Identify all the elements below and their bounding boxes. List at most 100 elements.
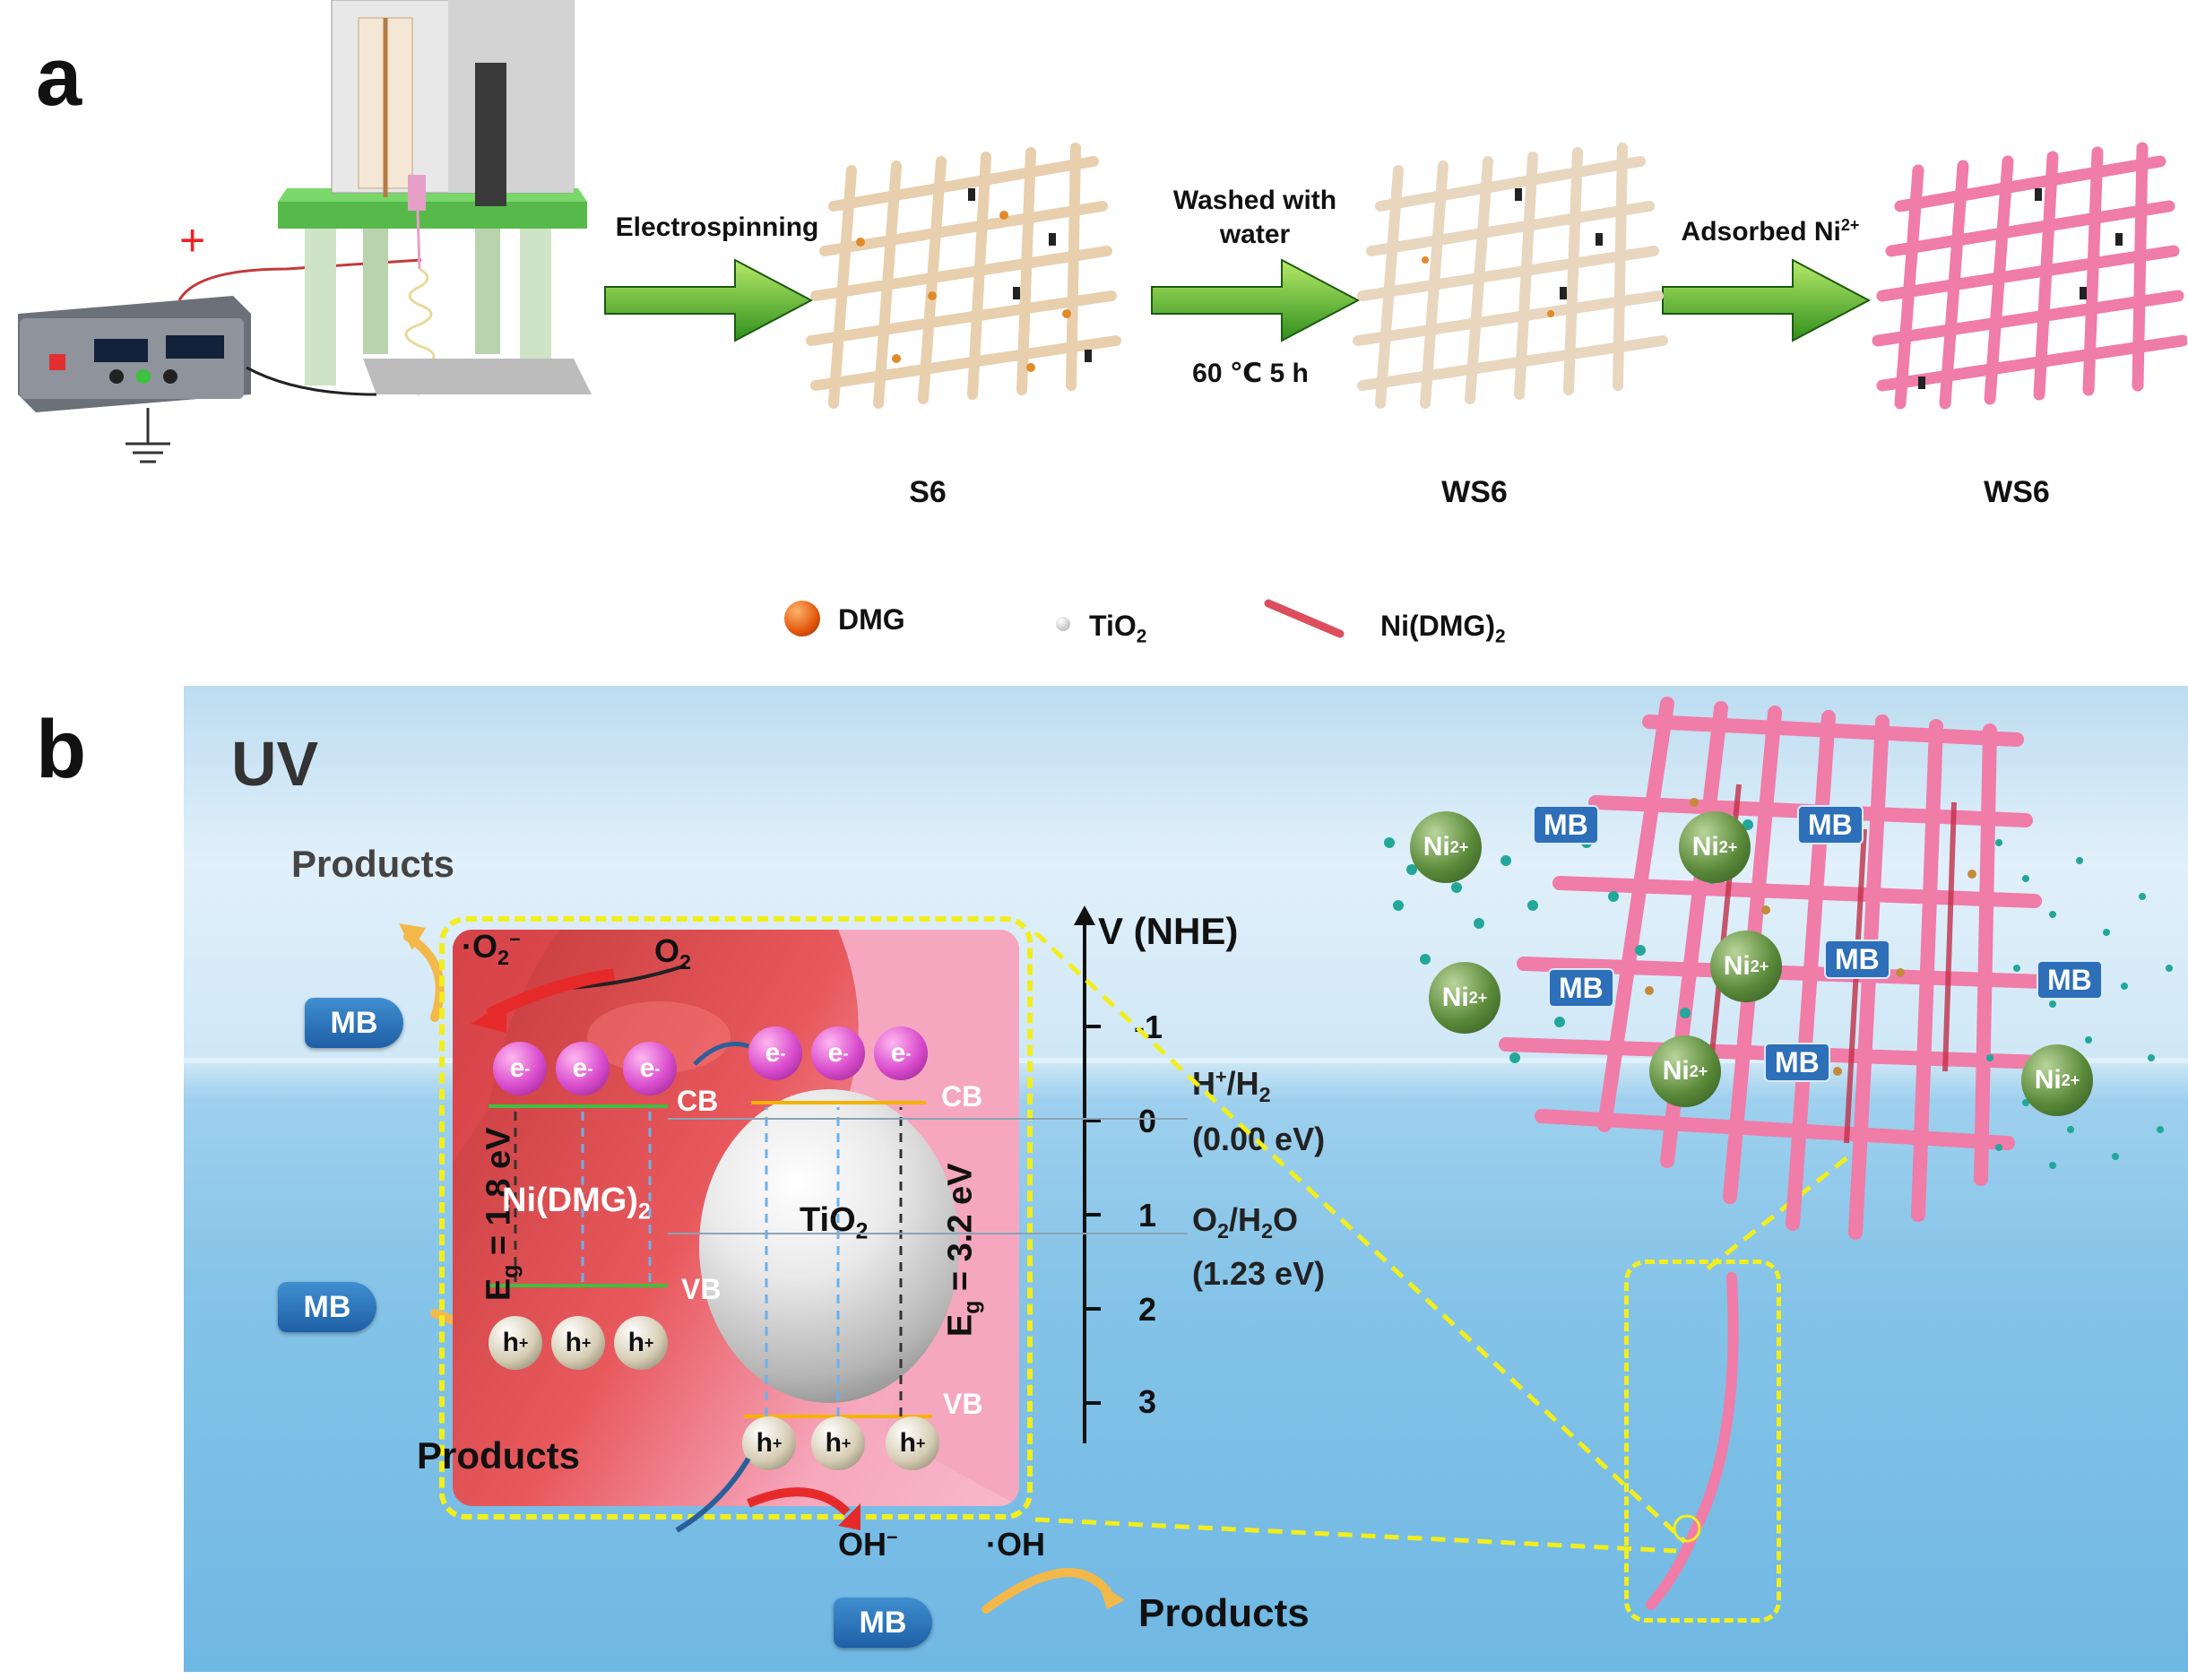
- mb-tag-2: MB: [1797, 805, 1864, 844]
- ni-ion-2-sup: 2+: [1718, 837, 1738, 856]
- nidmg2-cb-line: [489, 1104, 668, 1108]
- positive-terminal-label: +: [179, 215, 205, 265]
- superoxide-text: ·O: [462, 928, 497, 965]
- sample-ws6-ni-label: WS6: [1984, 475, 2050, 509]
- h-couple-sub: 2: [1258, 1083, 1271, 1107]
- electron-transfer-arrows: [471, 964, 860, 1533]
- hole-1-text: h: [502, 1328, 519, 1357]
- ni-ion-4-text: Ni: [1723, 951, 1751, 981]
- oxygen-text: O: [654, 932, 680, 969]
- products-bottom-arrow: [982, 1568, 1111, 1614]
- ni-ion-3-sup: 2+: [1468, 988, 1488, 1007]
- nidmg2-legend-label: Ni(DMG)2: [1380, 610, 1506, 647]
- oxygen-sub: 2: [679, 950, 692, 974]
- tio2-legend-label: TiO2: [1089, 610, 1146, 647]
- mb-tag-3: MB: [1824, 940, 1890, 979]
- hole-4-text: h: [756, 1428, 773, 1458]
- step-washing-condition: 60 ℃ 5 h: [1192, 359, 1309, 388]
- nidmg2-legend-icon: [1264, 599, 1345, 638]
- hole-3-sup: +: [644, 1333, 654, 1352]
- products-middle-label: Products: [417, 1434, 581, 1476]
- hole-3-text: h: [627, 1328, 644, 1357]
- tick-1: 1: [1138, 1197, 1157, 1234]
- step-adsorption-text: Adsorbed Ni: [1681, 217, 1841, 247]
- tio2-legend-text: TiO: [1089, 610, 1137, 642]
- tick-0: 0: [1138, 1103, 1157, 1139]
- uv-label: UV: [231, 729, 319, 799]
- o2-couple-label: O2/H2O: [1192, 1201, 1298, 1243]
- electrospinning-apparatus-illustration: +: [18, 0, 592, 463]
- ni-ion-6-sup: 2+: [2061, 1070, 2080, 1089]
- nidmg2-sub: 2: [637, 1199, 651, 1225]
- hole-6-text: h: [899, 1428, 916, 1458]
- tio2-cb-line: [751, 1101, 926, 1104]
- panel-b-label: b: [36, 704, 87, 795]
- ni-ion-4-sup: 2+: [1750, 957, 1769, 975]
- hydroxyl-radical-label: ·OH: [986, 1526, 1045, 1563]
- hole-4: h+: [742, 1416, 796, 1470]
- electron-6-sup: -: [905, 1044, 912, 1062]
- electron-2: e-: [556, 1042, 610, 1095]
- zoom-connector-lines: [1033, 932, 1862, 1554]
- h-couple-sup: +: [1215, 1065, 1227, 1087]
- sample-ws6-label: WS6: [1441, 475, 1508, 509]
- hole-5: h+: [811, 1416, 865, 1470]
- electron-3-text: e: [639, 1053, 655, 1083]
- electron-4: e-: [748, 1026, 802, 1080]
- mb-tag-4: MB: [1548, 968, 1614, 1008]
- step-adsorption-label: Adsorbed Ni2+: [1654, 215, 1887, 249]
- ni-ion-5-text: Ni: [1662, 1056, 1690, 1086]
- mb-tag-6: MB: [1764, 1043, 1830, 1082]
- hole-6-sup: +: [915, 1433, 926, 1452]
- arrow-washing-icon: [1151, 258, 1361, 342]
- hole-2-text: h: [565, 1328, 582, 1357]
- ni-ion-2-text: Ni: [1691, 832, 1719, 862]
- electron-1-text: e: [509, 1053, 525, 1083]
- electron-1: e-: [493, 1042, 547, 1095]
- potential-axis: [1074, 905, 1101, 1443]
- ground-symbol-icon: [125, 408, 170, 463]
- tio2-cb-label: CB: [941, 1080, 983, 1113]
- mb-molecule-top: MB: [305, 998, 403, 1048]
- step-adsorption-sup: 2+: [1840, 216, 1860, 234]
- water-surface-line: [184, 1058, 2188, 1063]
- o2-potential-reference-line: [668, 1233, 1188, 1234]
- nidmg2-legend-text: Ni(DMG): [1380, 610, 1495, 642]
- nidmg2-vb-line: [489, 1284, 668, 1287]
- electron-3: e-: [623, 1042, 677, 1095]
- electron-5-sup: -: [843, 1044, 849, 1062]
- superoxide-label: ·O2−: [462, 928, 521, 970]
- ni-ion-1-text: Ni: [1423, 832, 1450, 862]
- products-bottom-label: Products: [1138, 1591, 1310, 1635]
- step-washing-label: Washed with water: [1120, 184, 1389, 251]
- electron-1-sup: -: [524, 1059, 531, 1078]
- o2-couple-pre: O: [1192, 1201, 1218, 1238]
- hole-2: h+: [551, 1316, 605, 1370]
- mb-molecule-bottom: MB: [834, 1598, 932, 1648]
- electron-6-text: e: [890, 1038, 906, 1068]
- dmg-legend-label: DMG: [838, 603, 905, 636]
- electron-3-sup: -: [654, 1059, 661, 1078]
- hole-1-sup: +: [518, 1333, 529, 1352]
- single-fiber-illustration: [1646, 1272, 1739, 1610]
- mb-tag-5: MB: [2037, 960, 2103, 1000]
- nidmg2-text: Ni(DMG): [502, 1182, 638, 1219]
- tick-2: 2: [1138, 1291, 1157, 1328]
- single-fiber-zoom-frame: [1624, 1260, 1781, 1623]
- o2-couple-value: (1.23 eV): [1192, 1255, 1326, 1292]
- hole-4-sup: +: [772, 1433, 783, 1452]
- ni-ion-1-sup: 2+: [1449, 837, 1469, 856]
- tio2-sub: 2: [856, 1220, 869, 1244]
- tio2-vb-label: VB: [943, 1388, 983, 1420]
- ni-ion-3-text: Ni: [1441, 983, 1469, 1012]
- s6-fiber-mat-illustration: [806, 143, 1121, 409]
- hole-2-sup: +: [581, 1333, 592, 1352]
- electron-4-sup: -: [780, 1044, 786, 1062]
- oxygen-label: O2: [654, 932, 691, 974]
- o2-couple-post: /H: [1229, 1201, 1262, 1238]
